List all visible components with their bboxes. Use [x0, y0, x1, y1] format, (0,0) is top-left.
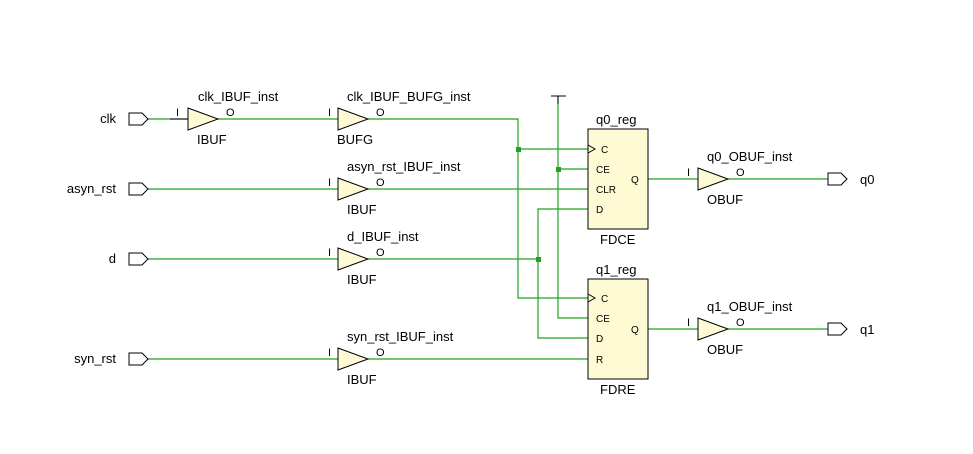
instance-label: q1_OBUF_inst	[707, 299, 793, 314]
pin-label: D	[596, 334, 603, 345]
register-body	[587, 278, 649, 380]
buffer-type: IBUF	[197, 132, 227, 147]
register-type: FDCE	[600, 232, 636, 247]
pin-label: O	[376, 347, 385, 359]
pin-label: CLR	[596, 185, 616, 196]
buffer-type: BUFG	[337, 132, 373, 147]
port-label: syn_rst	[74, 351, 116, 366]
pin-label: I	[176, 107, 179, 119]
net-junction	[536, 257, 541, 262]
port-label: q1	[860, 322, 874, 337]
vcc-symbol	[551, 95, 566, 104]
pin-label: I	[687, 317, 690, 329]
output-port-icon	[827, 172, 848, 186]
register-q0-reg[interactable]: q0_reg C CE CLR D Q FDCE	[587, 112, 649, 247]
port-label: asyn_rst	[67, 181, 117, 196]
clock-pin-icon	[587, 144, 597, 154]
clock-pin-icon	[587, 293, 597, 303]
input-port-d[interactable]: d	[109, 251, 149, 266]
buffer-q0-obuf[interactable]: q0_OBUF_inst I O OBUF	[687, 149, 793, 207]
pin-label: O	[736, 167, 745, 179]
buffer-triangle-icon	[337, 247, 370, 271]
instance-label: clk_IBUF_BUFG_inst	[347, 89, 471, 104]
pin-label: I	[687, 167, 690, 179]
buffer-type: IBUF	[347, 202, 377, 217]
port-label: clk	[100, 111, 116, 126]
input-port-asyn-rst[interactable]: asyn_rst	[67, 181, 149, 196]
register-q1-reg[interactable]: q1_reg C CE D R Q FDRE	[587, 262, 649, 397]
input-port-clk[interactable]: clk	[100, 111, 149, 126]
buffer-type: OBUF	[707, 192, 743, 207]
pin-label: I	[328, 177, 331, 189]
pin-label: O	[376, 247, 385, 259]
net-junction	[556, 167, 561, 172]
net-vcc[interactable]	[557, 96, 588, 319]
pin-label: Q	[631, 325, 639, 336]
buffer-triangle-icon	[697, 167, 730, 191]
instance-label: q0_OBUF_inst	[707, 149, 793, 164]
buffer-d-ibuf[interactable]: d_IBUF_inst I O IBUF	[328, 229, 419, 287]
input-port-icon	[128, 112, 149, 126]
instance-label: syn_rst_IBUF_inst	[347, 329, 454, 344]
pin-label: I	[328, 107, 331, 119]
pin-label: D	[596, 205, 603, 216]
instance-label: d_IBUF_inst	[347, 229, 419, 244]
buffer-triangle-icon	[337, 107, 370, 131]
pin-label: I	[328, 347, 331, 359]
buffer-clk-ibuf[interactable]: clk_IBUF_inst I O IBUF	[170, 89, 279, 147]
pin-label: R	[596, 355, 603, 366]
net-d-ibuf[interactable]	[368, 208, 588, 260]
pin-label: CE	[596, 165, 610, 176]
output-port-q0[interactable]: q0	[827, 172, 874, 187]
net-junction	[516, 147, 521, 152]
buffer-syn-rst-ibuf[interactable]: syn_rst_IBUF_inst I O IBUF	[328, 329, 454, 387]
output-port-icon	[827, 322, 848, 336]
buffer-q1-obuf[interactable]: q1_OBUF_inst I O OBUF	[687, 299, 793, 357]
instance-label: q0_reg	[596, 112, 636, 127]
buffer-triangle-icon	[337, 347, 370, 371]
pin-label: O	[226, 107, 235, 119]
input-port-syn-rst[interactable]: syn_rst	[74, 351, 149, 366]
instance-label: q1_reg	[596, 262, 636, 277]
net-clk-bufg[interactable]	[368, 118, 588, 299]
register-body	[587, 128, 649, 230]
pin-label: CE	[596, 314, 610, 325]
buffer-type: IBUF	[347, 272, 377, 287]
port-label: q0	[860, 172, 874, 187]
buffer-asyn-rst-ibuf[interactable]: asyn_rst_IBUF_inst I O IBUF	[328, 159, 461, 217]
port-label: d	[109, 251, 116, 266]
input-port-icon	[128, 182, 149, 196]
buffer-clk-bufg[interactable]: clk_IBUF_BUFG_inst I O BUFG	[328, 89, 471, 147]
net-d-ibuf-q1[interactable]	[537, 259, 588, 339]
pin-label: I	[328, 247, 331, 259]
pin-label: C	[601, 294, 608, 305]
buffer-triangle-icon	[697, 317, 730, 341]
pin-label: C	[601, 145, 608, 156]
nets	[148, 96, 828, 360]
register-type: FDRE	[600, 382, 636, 397]
instance-label: asyn_rst_IBUF_inst	[347, 159, 461, 174]
pin-label: O	[376, 107, 385, 119]
pin-label: O	[736, 317, 745, 329]
input-port-icon	[128, 352, 149, 366]
buffer-type: OBUF	[707, 342, 743, 357]
pin-label: Q	[631, 175, 639, 186]
pin-label: O	[376, 177, 385, 189]
buffer-triangle-icon	[187, 107, 220, 131]
instance-label: clk_IBUF_inst	[198, 89, 279, 104]
output-port-q1[interactable]: q1	[827, 322, 874, 337]
buffer-triangle-icon	[337, 177, 370, 201]
input-port-icon	[128, 252, 149, 266]
buffer-type: IBUF	[347, 372, 377, 387]
